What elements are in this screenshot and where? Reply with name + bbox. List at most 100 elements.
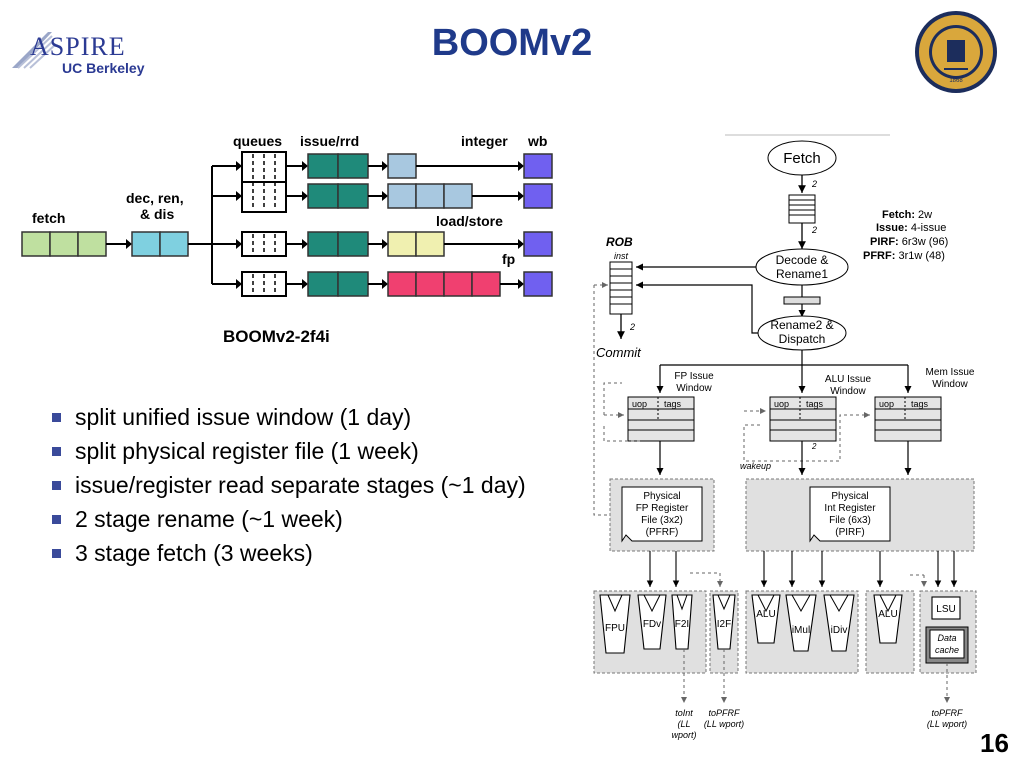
svg-text:2: 2 — [811, 225, 817, 235]
wakeup-label: wakeup — [740, 461, 771, 471]
svg-text:iDiv: iDiv — [831, 625, 848, 636]
svg-text:File (6x3): File (6x3) — [829, 515, 871, 526]
slide-title: BOOMv2 — [431, 22, 593, 64]
fetch-unit: Fetch — [767, 140, 837, 176]
decode-stage — [131, 231, 189, 257]
svg-text:iMul: iMul — [792, 625, 810, 636]
svg-text:PIRF: 6r3w (96): PIRF: 6r3w (96) — [870, 236, 948, 248]
bullet-item: split physical register file (1 week) — [52, 434, 582, 468]
svg-text:tags: tags — [911, 399, 929, 409]
svg-text:FP Register: FP Register — [636, 503, 689, 514]
svg-text:tags: tags — [664, 399, 682, 409]
svg-text:toInt: toInt — [675, 708, 693, 718]
svg-text:2: 2 — [811, 442, 817, 451]
bullet-item: 2 stage rename (~1 week) — [52, 502, 582, 536]
fdv-unit — [637, 594, 667, 650]
bullet-item: issue/register read separate stages (~1 … — [52, 468, 582, 502]
svg-text:Decode &: Decode & — [776, 253, 829, 267]
boom-architecture-diagram: Fetch 2 2 Fetch: 2w Issue: 4-issue PIRF:… — [593, 134, 977, 740]
pipeline-row-fp — [241, 271, 553, 297]
svg-text:Physical: Physical — [643, 491, 680, 502]
pirf: Physical Int Register File (6x3) (PIRF) — [809, 486, 891, 543]
svg-text:FP Issue: FP Issue — [674, 371, 714, 382]
core-params: Fetch: 2w Issue: 4-issue PIRF: 6r3w (96)… — [863, 209, 948, 262]
decode-rename1-unit: Decode & Rename1 — [755, 248, 849, 286]
svg-text:(PFRF): (PFRF) — [646, 527, 679, 538]
svg-text:uop: uop — [774, 399, 789, 409]
label-load-store: load/store — [436, 213, 503, 229]
pipeline-row-load-store — [241, 231, 553, 257]
pfrf: Physical FP Register File (3x2) (PFRF) — [621, 486, 703, 543]
svg-text:(LL wport): (LL wport) — [927, 719, 967, 729]
svg-text:Int Register: Int Register — [824, 503, 876, 514]
svg-text:(LL: (LL — [677, 719, 690, 729]
f2i-unit — [671, 594, 693, 650]
svg-text:Window: Window — [676, 383, 712, 394]
svg-text:Rename1: Rename1 — [776, 267, 828, 281]
rob-label: ROB — [606, 235, 633, 249]
label-integer: integer — [461, 133, 508, 149]
bullet-item: 3 stage fetch (3 weeks) — [52, 536, 582, 570]
label-fp: fp — [502, 251, 515, 267]
svg-text:uop: uop — [632, 399, 647, 409]
svg-text:Window: Window — [932, 379, 968, 390]
svg-text:2: 2 — [811, 179, 817, 189]
lsu-unit — [931, 596, 961, 620]
svg-text:F2I: F2I — [675, 619, 689, 630]
svg-text:Fetch: Fetch — [783, 150, 821, 167]
svg-text:ALU: ALU — [878, 609, 897, 620]
svg-text:Physical: Physical — [831, 491, 868, 502]
alu2-unit — [873, 594, 903, 644]
svg-text:Dispatch: Dispatch — [779, 332, 826, 346]
svg-text:tags: tags — [806, 399, 824, 409]
svg-text:I2F: I2F — [717, 619, 731, 630]
svg-text:ALU: ALU — [756, 609, 775, 620]
svg-text:Fetch: 2w: Fetch: 2w — [882, 209, 932, 221]
commit-label: Commit — [596, 345, 642, 360]
boom-pipeline-diagram: fetch dec, ren, & dis queues issue/rrd i… — [21, 133, 553, 346]
data-cache: Data cache — [925, 626, 969, 664]
mem-issue-window: uop tags — [874, 396, 942, 442]
svg-text:wport): wport) — [671, 730, 696, 740]
label-dis: & dis — [140, 206, 174, 222]
alu-issue-window: uop tags — [769, 396, 837, 442]
imul-unit — [785, 594, 817, 652]
fpu-unit — [599, 594, 631, 654]
svg-text:Mem Issue: Mem Issue — [926, 367, 975, 378]
label-issue-rrd: issue/rrd — [300, 133, 359, 149]
svg-text:ALU Issue: ALU Issue — [825, 374, 872, 385]
aspire-logo-subtext: UC Berkeley — [62, 60, 145, 76]
svg-text:Window: Window — [830, 386, 866, 397]
aspire-logo-text: ASPIRE — [30, 32, 126, 61]
rob-inst-label: inst — [614, 251, 629, 261]
page-number: 16 — [980, 728, 1009, 758]
svg-text:Rename2 &: Rename2 & — [770, 318, 833, 332]
svg-text:2: 2 — [629, 322, 635, 332]
alu-unit — [751, 594, 781, 644]
fp-issue-window: uop tags — [627, 396, 695, 442]
svg-text:Data: Data — [937, 633, 956, 643]
uc-seal-icon: 1868 — [915, 11, 997, 93]
svg-text:PFRF: 3r1w (48): PFRF: 3r1w (48) — [863, 250, 945, 262]
label-dec-ren: dec, ren, — [126, 190, 184, 206]
svg-text:FPU: FPU — [605, 623, 625, 634]
svg-text:toPFRF: toPFRF — [931, 708, 963, 718]
label-wb: wb — [527, 133, 547, 149]
svg-text:File (3x2): File (3x2) — [641, 515, 683, 526]
label-fetch: fetch — [32, 210, 65, 226]
svg-text:FDv: FDv — [643, 619, 661, 630]
seal-year: 1868 — [949, 78, 963, 84]
fetch-stage — [21, 231, 107, 257]
pipeline-row-integer-1 — [241, 151, 553, 213]
rename2-dispatch-unit: Rename2 & Dispatch — [757, 315, 847, 351]
pipeline-caption: BOOMv2-2f4i — [223, 327, 330, 346]
bullet-list: split unified issue window (1 day) split… — [52, 400, 582, 570]
rob — [609, 261, 633, 315]
i2f-unit — [712, 594, 736, 650]
svg-text:(PIRF): (PIRF) — [835, 527, 864, 538]
bullet-item: split unified issue window (1 day) — [52, 400, 582, 434]
svg-text:(LL wport): (LL wport) — [704, 719, 744, 729]
aspire-logo — [8, 18, 158, 80]
svg-text:LSU: LSU — [936, 604, 955, 615]
svg-text:Issue: 4-issue: Issue: 4-issue — [876, 222, 946, 234]
